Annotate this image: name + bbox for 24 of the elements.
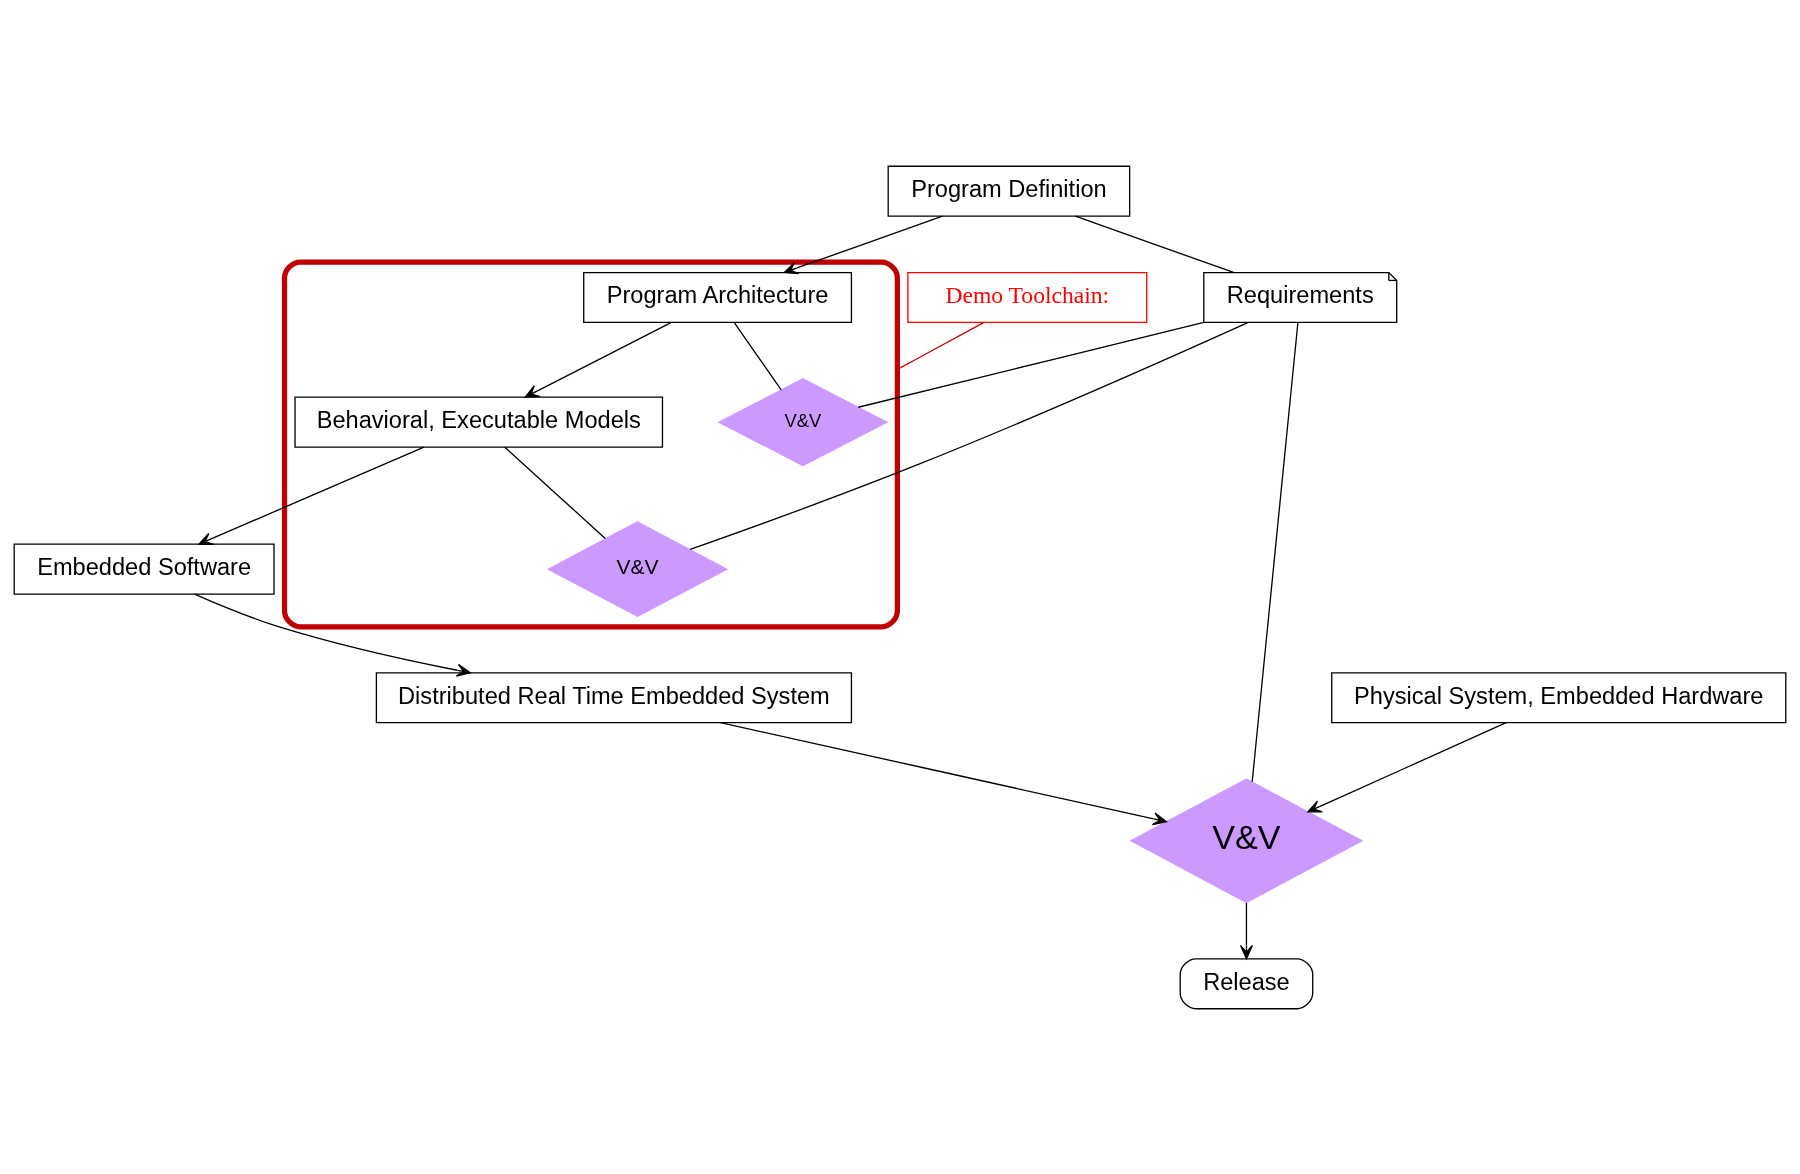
node-diamond: V&V bbox=[546, 520, 729, 617]
node-diamond: V&V bbox=[1129, 777, 1364, 903]
node-box: Release bbox=[1179, 957, 1314, 1009]
node-box: Program Architecture bbox=[583, 271, 853, 323]
arrow bbox=[198, 446, 425, 545]
node-box: Demo Toolchain: bbox=[907, 271, 1148, 323]
node-box: Behavioral, Executable Models bbox=[294, 396, 664, 448]
arrow bbox=[1239, 901, 1253, 959]
connector bbox=[896, 321, 985, 370]
arrow bbox=[783, 215, 944, 274]
node-box: Physical System, Embedded Hardware bbox=[1331, 671, 1787, 723]
connector bbox=[504, 446, 606, 539]
connector bbox=[733, 321, 782, 390]
connector bbox=[1074, 215, 1235, 273]
node-box: Program Definition bbox=[887, 165, 1131, 217]
connector bbox=[1251, 321, 1299, 782]
node-box: Distributed Real Time Embedded System bbox=[375, 671, 853, 723]
arrow bbox=[719, 721, 1168, 825]
connector bbox=[857, 321, 1205, 408]
node-box: Embedded Software bbox=[13, 543, 275, 595]
connector bbox=[689, 321, 1249, 550]
arrow bbox=[193, 593, 471, 677]
arrow bbox=[524, 321, 672, 398]
node-diamond: V&V bbox=[717, 377, 889, 466]
